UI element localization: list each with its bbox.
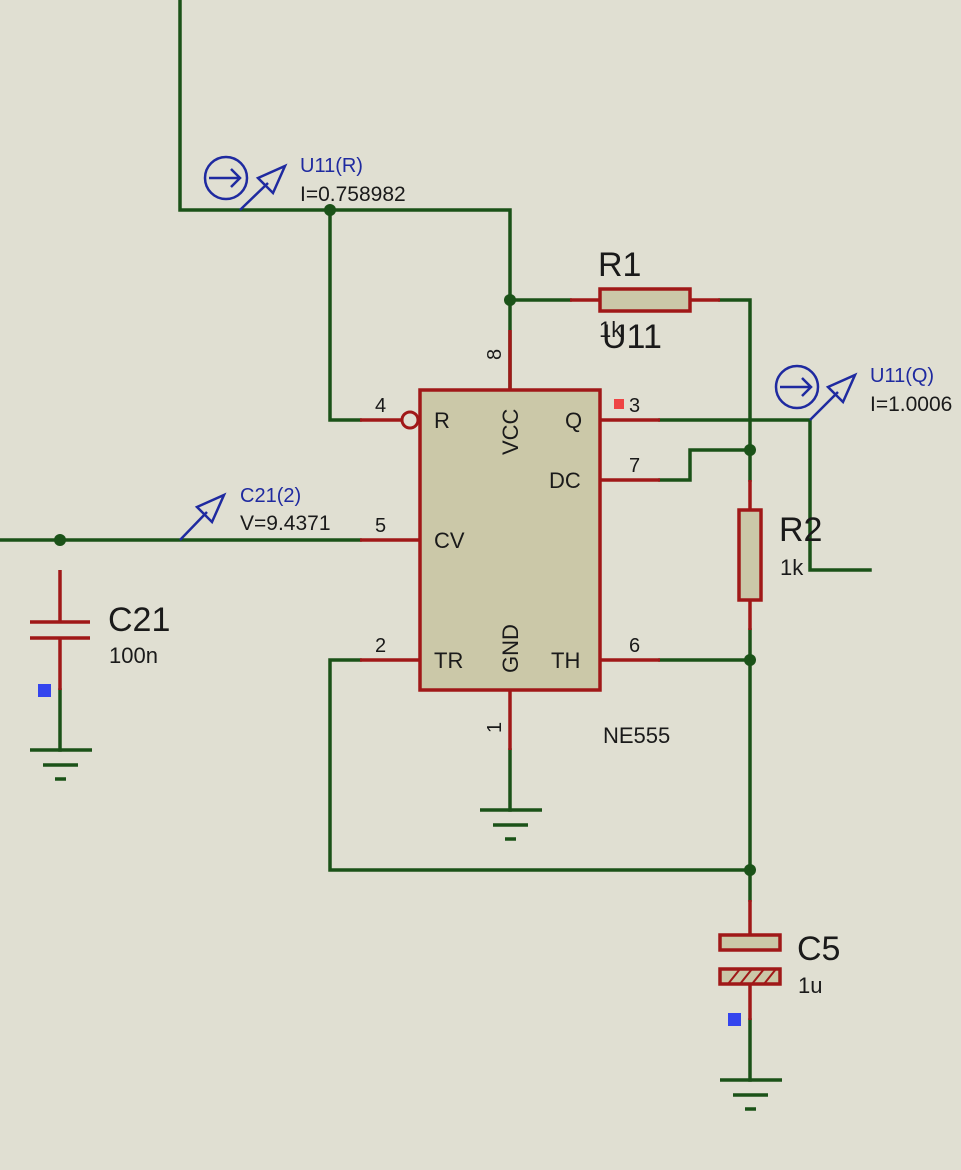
probe-name-label: U11(R) — [300, 155, 363, 177]
ground-symbol-c5 — [720, 1078, 782, 1111]
ground-symbol-c21 — [30, 748, 92, 781]
wire-tr-loop[interactable] — [328, 658, 752, 872]
current-probe-u11-q[interactable]: U11(Q) I=1.0006 — [774, 364, 952, 421]
u11-ne555[interactable]: R VCC Q DC CV TR GND TH 8 4 5 2 3 7 6 1 … — [360, 318, 670, 750]
c5-value-label: 1u — [798, 973, 822, 998]
pin-name-reset: R — [434, 408, 450, 433]
c5-reference-label: C5 — [797, 930, 840, 968]
current-probe-circle-icon — [774, 364, 820, 410]
u11-reference-label: U11 — [602, 318, 662, 356]
pin-number-4: 4 — [375, 395, 386, 417]
c5-plate-negative — [718, 967, 782, 986]
resistor-r1[interactable]: R1 1k — [570, 246, 720, 342]
junction-dot — [744, 864, 756, 876]
probe-pointer-icon — [239, 163, 288, 211]
probe-reading-label: I=0.758982 — [300, 183, 406, 206]
pin-number-7: 7 — [629, 455, 640, 477]
junction-dot — [54, 534, 66, 546]
pin-number-2: 2 — [375, 635, 386, 657]
c5-plate-positive — [718, 933, 782, 952]
logic-state-low-indicator — [38, 684, 51, 697]
pin-name-cv: CV — [434, 528, 465, 553]
probe-name-label: U11(Q) — [870, 365, 934, 387]
probe-pointer-icon — [809, 372, 858, 421]
junctions — [54, 204, 756, 876]
pin-name-dc: DC — [549, 468, 581, 493]
r2-value-label: 1k — [780, 555, 804, 580]
pin-number-6: 6 — [629, 635, 640, 657]
r1-body[interactable] — [598, 287, 692, 313]
probe-name-label: C21(2) — [240, 485, 301, 507]
probe-reading-label: V=9.4371 — [240, 512, 331, 535]
pin-number-3: 3 — [629, 395, 640, 417]
ground-symbol-u11 — [480, 808, 542, 841]
reset-inversion-bubble — [400, 410, 420, 430]
pin-name-vcc: VCC — [498, 408, 523, 455]
current-arrow-icon — [780, 377, 813, 397]
r2-body[interactable] — [737, 508, 763, 602]
pin-name-tr: TR — [434, 648, 463, 673]
capacitor-c21[interactable]: C21 100n — [30, 570, 170, 697]
junction-dot — [744, 444, 756, 456]
wire-q-output[interactable] — [658, 418, 872, 572]
current-probe-u11-r[interactable]: U11(R) I=0.758982 — [203, 155, 406, 211]
current-arrow-icon — [209, 168, 242, 188]
pin-number-5: 5 — [375, 515, 386, 537]
u11-part-label: NE555 — [603, 723, 670, 748]
wire-dc[interactable] — [658, 448, 752, 482]
pin-name-q: Q — [565, 408, 582, 433]
pin-number-8: 8 — [484, 349, 506, 360]
c21-reference-label: C21 — [108, 601, 170, 639]
r2-reference-label: R2 — [779, 511, 822, 549]
pin-name-gnd: GND — [498, 624, 523, 673]
logic-state-low-indicator — [728, 1013, 741, 1026]
logic-state-high-indicator — [614, 399, 624, 409]
r1-reference-label: R1 — [598, 246, 641, 284]
c5-hatch — [727, 968, 777, 985]
voltage-probe-c21[interactable]: C21(2) V=9.4371 — [179, 485, 331, 541]
c21-value-label: 100n — [109, 643, 158, 668]
pin-number-1: 1 — [484, 722, 506, 733]
junction-dot — [504, 294, 516, 306]
resistor-r2[interactable]: R2 1k — [737, 480, 822, 630]
wire-reset-feed[interactable] — [328, 208, 362, 422]
junction-dot — [744, 654, 756, 666]
r1-value-label: 1k — [599, 317, 623, 342]
current-probe-circle-icon — [203, 155, 249, 201]
pin-name-th: TH — [551, 648, 580, 673]
junction-dot — [324, 204, 336, 216]
probe-reading-label: I=1.0006 — [870, 393, 952, 416]
capacitor-c5[interactable]: C5 1u — [718, 900, 840, 1026]
probe-pointer-icon — [179, 492, 227, 541]
